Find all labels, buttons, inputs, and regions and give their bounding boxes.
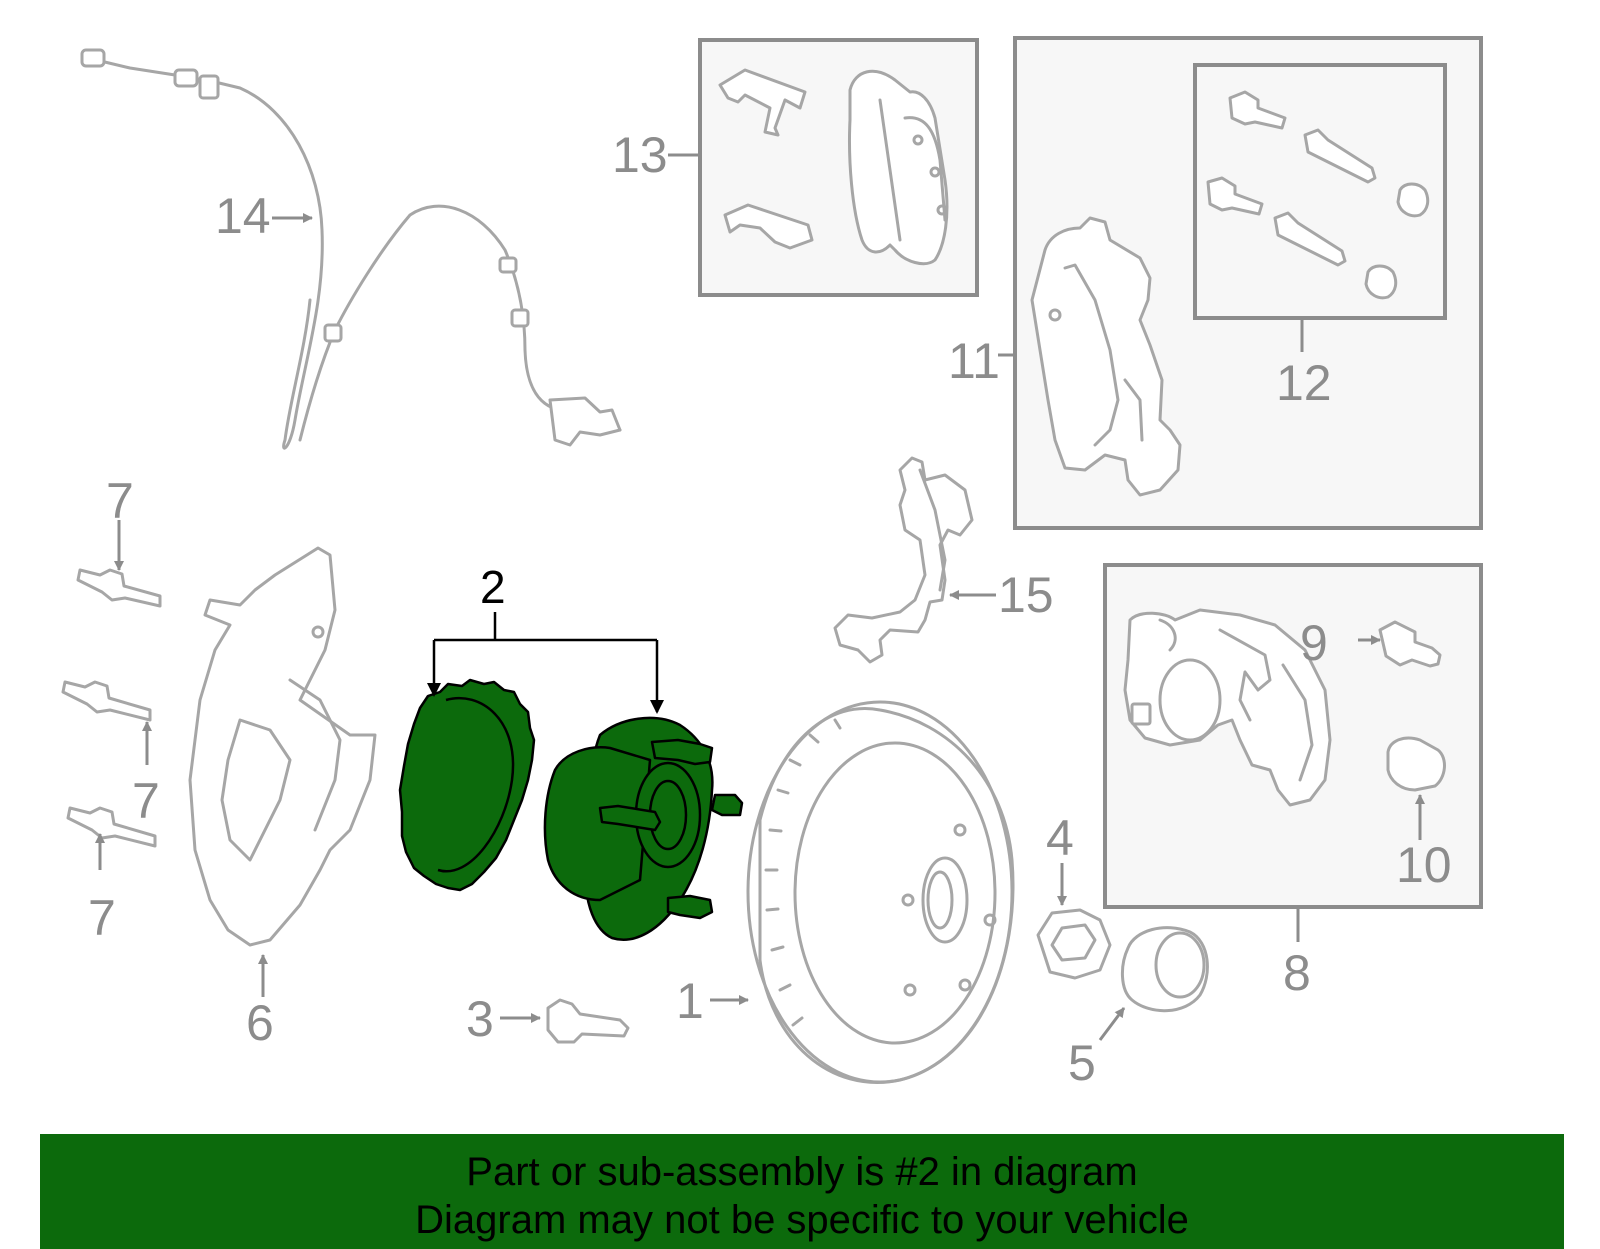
label-7-c: 7: [88, 890, 116, 946]
label-2: 2: [480, 561, 506, 613]
hub-body: [543, 746, 652, 902]
label-13: 13: [612, 127, 668, 183]
part-13-brake-pads: [718, 68, 949, 266]
part-7-bolts[interactable]: [61, 568, 162, 848]
part-3-bolt[interactable]: [546, 998, 630, 1044]
part-14-speed-sensor-harness[interactable]: [80, 48, 622, 450]
banner-line-2: Diagram may not be specific to your vehi…: [415, 1198, 1189, 1242]
label-6: 6: [246, 995, 274, 1051]
label-10: 10: [1396, 837, 1452, 893]
part-12-guide-pins: [1206, 90, 1430, 300]
tone-ring: [398, 678, 536, 892]
part-11-caliper-bracket: [1030, 216, 1182, 497]
info-banner: Part or sub-assembly is #2 in diagram Di…: [40, 1134, 1564, 1249]
part-9-bleeder-screw[interactable]: [1378, 620, 1442, 668]
label-4: 4: [1046, 810, 1074, 866]
label-8: 8: [1283, 945, 1311, 1001]
label-12: 12: [1276, 355, 1332, 411]
banner-line-1: Part or sub-assembly is #2 in diagram: [466, 1150, 1138, 1194]
label-7-a: 7: [106, 473, 134, 529]
part-6-splash-shield[interactable]: [188, 546, 377, 947]
label-9: 9: [1300, 615, 1328, 671]
label-3: 3: [466, 991, 494, 1047]
part-1-brake-rotor[interactable]: [746, 700, 1015, 1084]
leader-5: [1098, 1007, 1126, 1041]
part-2-hub-assembly[interactable]: [398, 678, 744, 941]
part-15-brake-hose[interactable]: [833, 456, 974, 664]
label-7-b: 7: [132, 773, 160, 829]
part-5-dust-cap[interactable]: [1121, 926, 1209, 1013]
label-11: 11: [948, 333, 1000, 389]
label-1: 1: [676, 973, 704, 1029]
part-4-hub-nut[interactable]: [1036, 908, 1112, 980]
part-8-caliper: [1123, 608, 1332, 807]
part-10-bleeder-cap[interactable]: [1386, 736, 1446, 792]
label-5: 5: [1068, 1035, 1096, 1091]
label-14: 14: [215, 188, 271, 244]
label-15: 15: [998, 567, 1054, 623]
